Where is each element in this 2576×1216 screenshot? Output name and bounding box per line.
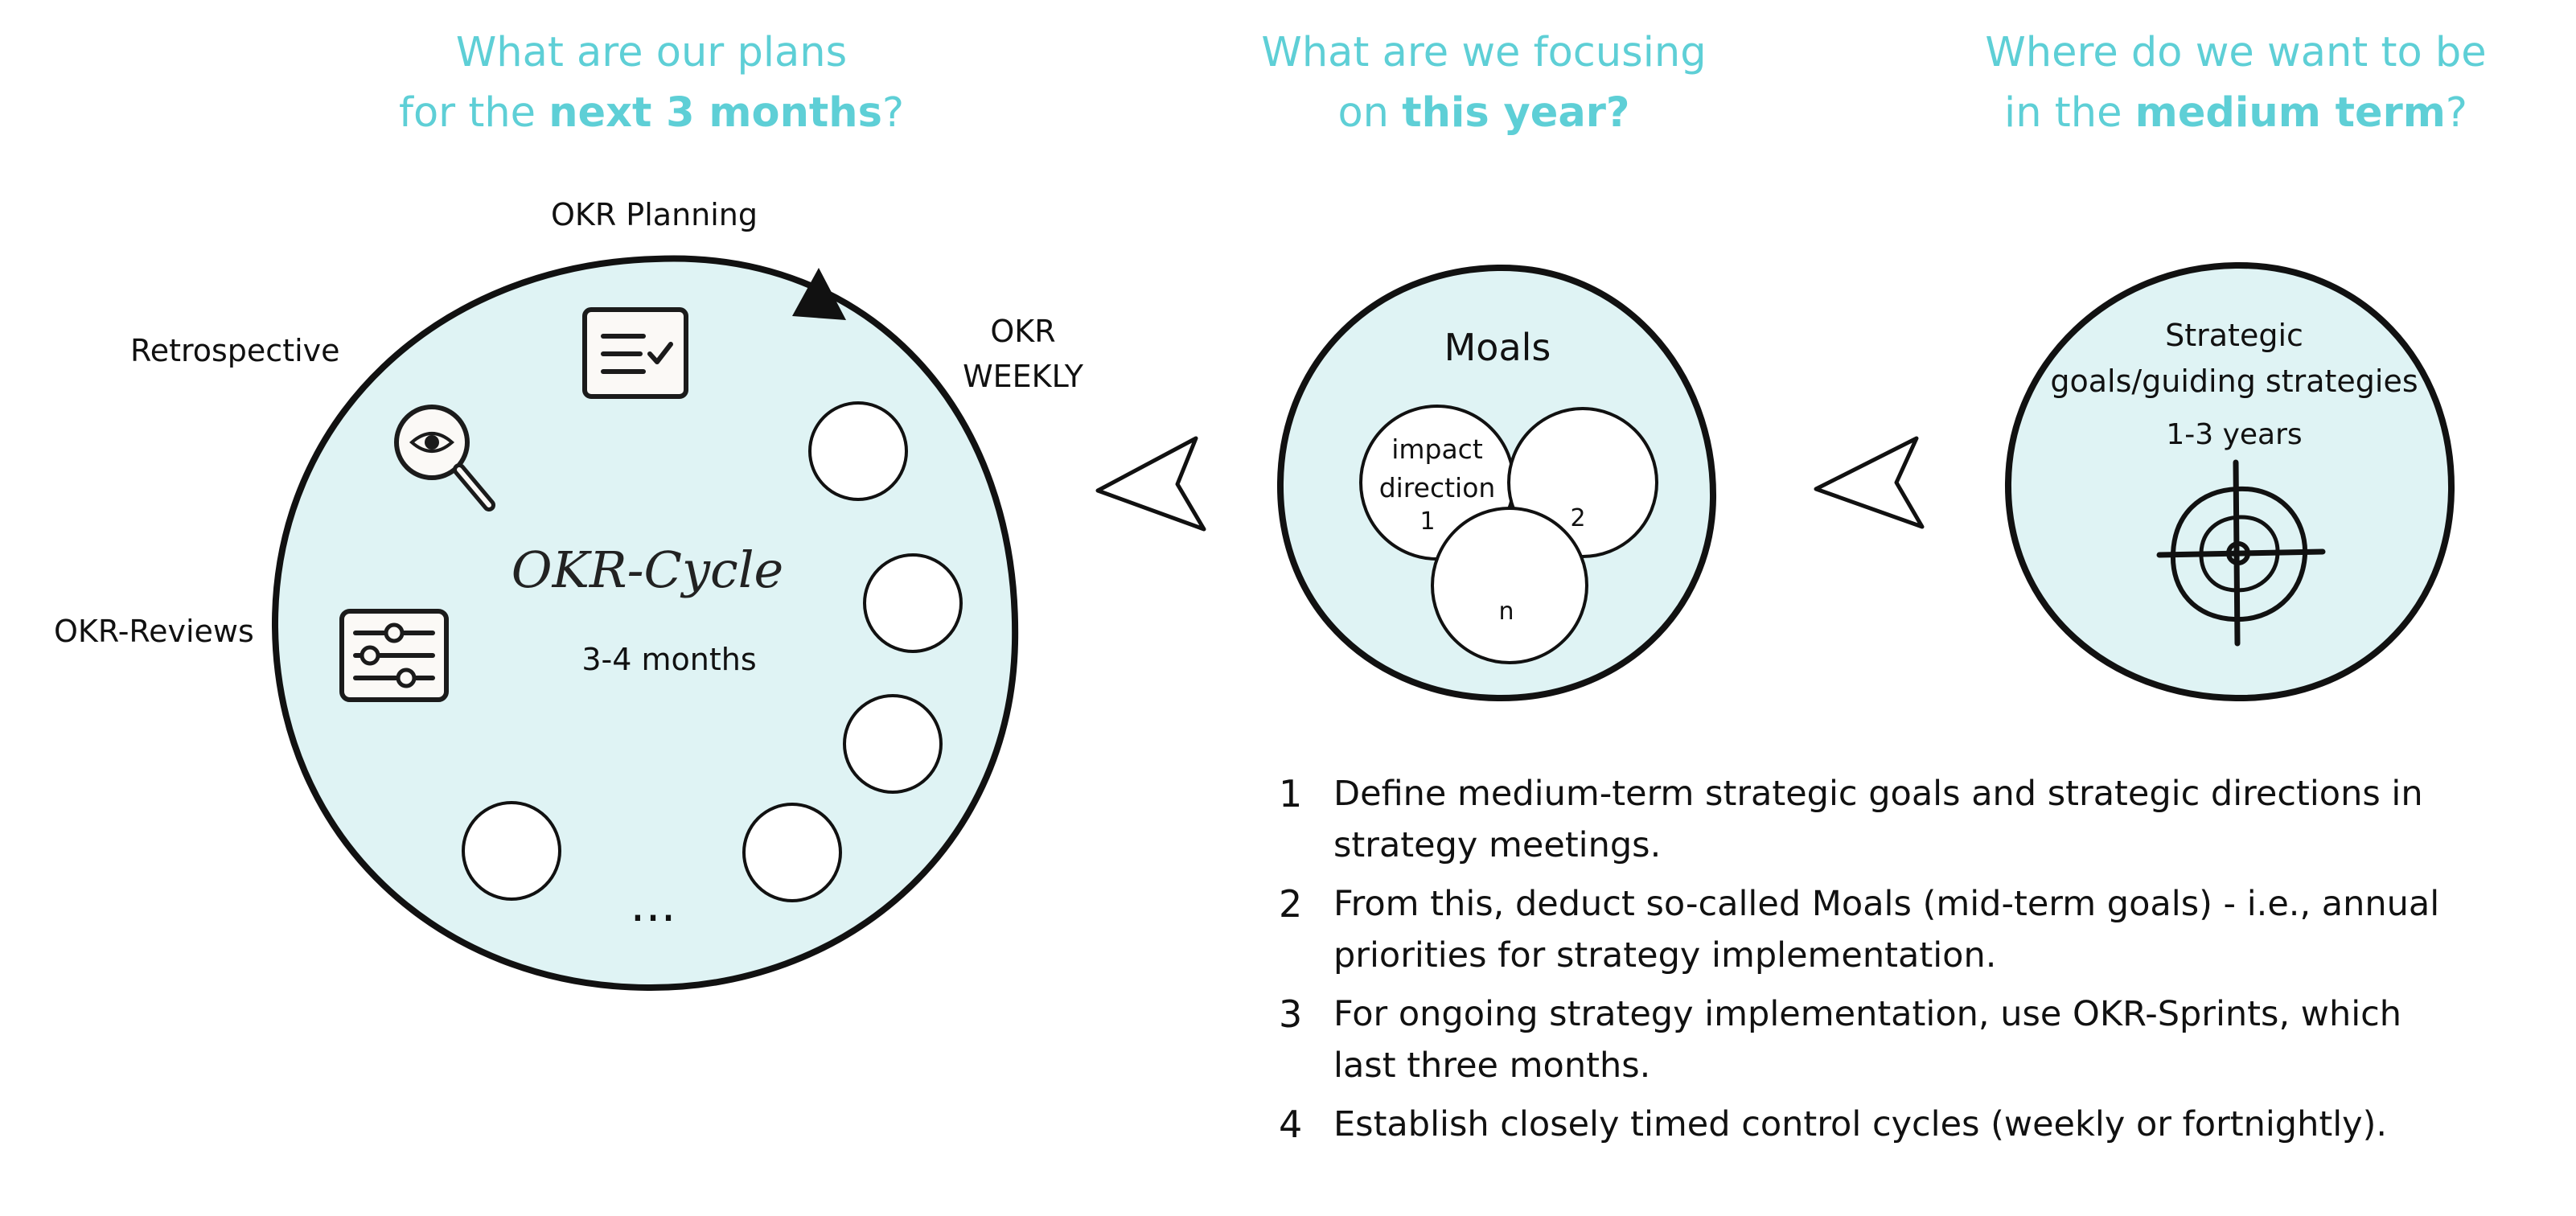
moals-circle-n bbox=[1431, 507, 1588, 664]
heading-plans: What are our plans for the next 3 months… bbox=[338, 23, 965, 143]
heading-medium-pre: in the bbox=[2004, 89, 2135, 137]
checklist-icon bbox=[582, 307, 688, 399]
heading-focus-line2: on this year? bbox=[1166, 83, 1802, 143]
list-item: 4 Establish closely timed control cycles… bbox=[1279, 1099, 2445, 1150]
moals-circle2-num: 2 bbox=[1570, 504, 1585, 532]
heading-plans-line1: What are our plans bbox=[455, 29, 848, 76]
heading-plans-pre: for the bbox=[398, 89, 549, 137]
label-okr-reviews: OKR-Reviews bbox=[54, 614, 254, 649]
label-okr-weekly-line2: WEEKLY bbox=[963, 359, 1083, 394]
magnifier-eye-icon bbox=[394, 405, 495, 511]
step-text: From this, deduct so-called Moals (mid-t… bbox=[1333, 884, 2440, 976]
label-okr-weekly: OKR WEEKLY bbox=[943, 309, 1103, 399]
step-number: 3 bbox=[1279, 992, 1303, 1036]
sprint-circle bbox=[742, 803, 842, 902]
step-number: 2 bbox=[1279, 882, 1303, 926]
sprint-circle bbox=[843, 694, 943, 794]
moals-title: Moals bbox=[1444, 326, 1551, 369]
arrow-left-icon bbox=[1814, 436, 1925, 529]
moals-circle1-num: 1 bbox=[1419, 507, 1435, 536]
okr-cycle-ellipsis: ... bbox=[630, 877, 676, 933]
strategic-duration: 1-3 years bbox=[2166, 418, 2302, 451]
label-okr-weekly-line1: OKR bbox=[990, 314, 1056, 349]
okr-cycle-arrowhead bbox=[792, 268, 846, 320]
list-item: 3 For ongoing strategy implementation, u… bbox=[1279, 988, 2445, 1091]
arrow-left-icon bbox=[1095, 436, 1206, 532]
moals-circle1-line2: direction bbox=[1379, 472, 1496, 503]
list-item: 2 From this, deduct so-called Moals (mid… bbox=[1279, 878, 2445, 981]
heading-medium-line2: in the medium term? bbox=[1922, 83, 2549, 143]
step-number: 1 bbox=[1279, 772, 1303, 815]
moals-circle1-line1: impact bbox=[1391, 433, 1483, 465]
label-retrospective: Retrospective bbox=[130, 333, 340, 368]
sprint-circle bbox=[863, 553, 963, 653]
heading-plans-line2: for the next 3 months? bbox=[338, 83, 965, 143]
target-icon bbox=[2156, 459, 2326, 647]
heading-plans-bold: next 3 months bbox=[548, 89, 882, 137]
strategic-line1: Strategic bbox=[2165, 318, 2303, 353]
moals-circle3-num: n bbox=[1498, 598, 1514, 626]
heading-medium-bold: medium term bbox=[2134, 89, 2446, 137]
heading-plans-post: ? bbox=[881, 89, 905, 137]
step-text: Establish closely timed control cycles (… bbox=[1333, 1104, 2388, 1144]
heading-medium-post: ? bbox=[2445, 89, 2467, 137]
heading-medium-line1: Where do we want to be bbox=[1985, 29, 2487, 76]
heading-focus-pre: on bbox=[1337, 89, 1403, 137]
heading-focus: What are we focusing on this year? bbox=[1166, 23, 1802, 143]
steps-list: 1 Define medium-term strategic goals and… bbox=[1279, 768, 2445, 1157]
list-item: 1 Define medium-term strategic goals and… bbox=[1279, 768, 2445, 871]
step-text: For ongoing strategy implementation, use… bbox=[1333, 994, 2402, 1086]
heading-medium: Where do we want to be in the medium ter… bbox=[1922, 23, 2549, 143]
label-okr-planning: OKR Planning bbox=[551, 197, 758, 232]
strategic-circle bbox=[2004, 261, 2455, 702]
heading-focus-bold: this year? bbox=[1402, 89, 1630, 137]
heading-focus-line1: What are we focusing bbox=[1261, 29, 1707, 76]
sprint-circle bbox=[462, 801, 561, 901]
okr-cycle-title: OKR-Cycle bbox=[512, 540, 784, 599]
sprint-circle bbox=[808, 401, 908, 501]
strategic-line2: goals/guiding strategies bbox=[2050, 364, 2418, 399]
okr-cycle-duration: 3-4 months bbox=[581, 642, 756, 677]
sliders-icon bbox=[339, 609, 449, 702]
step-text: Define medium-term strategic goals and s… bbox=[1333, 774, 2423, 865]
step-number: 4 bbox=[1279, 1103, 1303, 1146]
